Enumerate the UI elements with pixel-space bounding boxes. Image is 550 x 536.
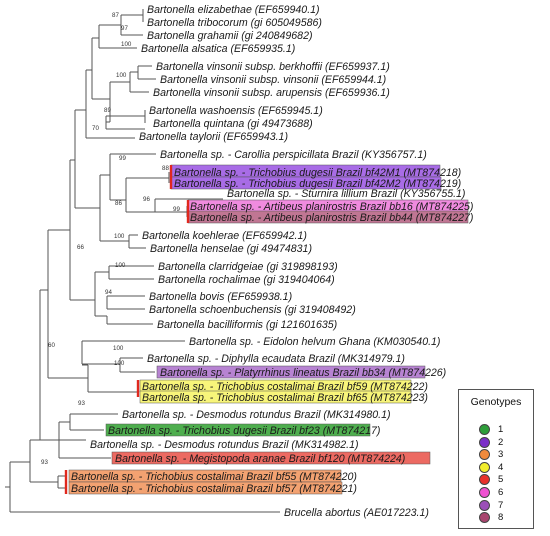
taxon-label: Bartonella sp. - Desmodus rotundus Brazi…: [90, 439, 359, 451]
taxon-label: Bartonella clarridgeiae (gi 319898193): [158, 261, 338, 273]
taxon-label: Bartonella taylorii (EF659943.1): [139, 131, 288, 143]
taxon-label: Bartonella sp. - Artibeus planirostris B…: [190, 201, 473, 213]
taxon-label: Bartonella sp. - Eidolon helvum Ghana (K…: [189, 336, 440, 348]
genotype-color-dot: [479, 487, 490, 498]
genotype-highlight-box: [105, 423, 371, 437]
taxon-label: Bartonella sp. - Trichobius costalimai B…: [142, 392, 428, 404]
taxon-label: Bartonella sp. - Trichobius dugesii Braz…: [108, 425, 380, 437]
bootstrap-value: 60: [48, 342, 55, 349]
genotype-highlight-box: [68, 481, 343, 495]
taxon-label: Bartonella koehlerae (EF659942.1): [142, 230, 307, 242]
taxon-label: Bartonella quintana (gi 49473688): [153, 118, 313, 130]
taxon-label: Bartonella tribocorum (gi 605049586): [147, 17, 322, 29]
taxon-label: Bartonella schoenbuchensis (gi 319408492…: [149, 304, 356, 316]
taxon-label: Brucella abortus (AE017223.1): [284, 507, 429, 519]
bootstrap-value: 88: [162, 165, 169, 172]
bootstrap-value: 99: [173, 206, 180, 213]
taxon-label: Bartonella sp. - Trichobius dugesii Braz…: [174, 167, 461, 179]
bootstrap-value: 100: [121, 41, 132, 48]
taxon-label: Bartonella rochalimae (gi 319404064): [158, 274, 335, 286]
taxon-label: Bartonella sp. - Sturnira lillium Brazil…: [227, 188, 465, 200]
bootstrap-value: 87: [112, 12, 119, 19]
bootstrap-value: 96: [143, 196, 150, 203]
genotype-color-dot: [479, 436, 490, 448]
genotype-color-dot: [479, 424, 490, 435]
legend-item: 7: [479, 499, 503, 512]
bootstrap-value: 100: [116, 72, 127, 79]
legend-label: 3: [498, 449, 504, 461]
legend-label: 2: [498, 436, 504, 448]
genotype-color-dot: [479, 449, 490, 461]
legend-item: 6: [479, 486, 503, 499]
taxon-label: Bartonella vinsonii subsp. berkhoffii (E…: [156, 61, 390, 73]
taxon-label: Bartonella vinsonii subsp. vinsonii (EF6…: [160, 74, 386, 86]
genotype-color-dot: [479, 474, 490, 486]
bootstrap-value: 93: [41, 459, 48, 466]
taxon-label: Bartonella grahamii (gi 240849682): [147, 30, 313, 42]
legend-item: 4: [479, 461, 503, 474]
taxon-label: Bartonella sp. - Trichobius costalimai B…: [71, 471, 357, 483]
taxon-label: Bartonella sp. - Platyrrhinus lineatus B…: [160, 367, 446, 379]
genotype-color-dot: [479, 512, 490, 524]
legend-label: 6: [498, 487, 504, 498]
taxon-label: Bartonella bovis (EF659938.1): [149, 291, 292, 303]
bootstrap-value: 93: [78, 400, 85, 407]
legend-label: 5: [498, 474, 504, 486]
legend-item: 3: [479, 448, 503, 461]
taxon-label: Bartonella sp. - Artibeus planirostris B…: [190, 212, 473, 224]
legend-label: 4: [498, 461, 504, 473]
bootstrap-value: 99: [119, 155, 126, 162]
genotype-highlight-box: [111, 451, 431, 465]
taxon-label: Bartonella henselae (gi 49474831): [150, 243, 312, 255]
legend-item: 2: [479, 436, 503, 449]
legend-item: 1: [479, 423, 503, 436]
bootstrap-value: 97: [121, 25, 128, 32]
genotype-color-dot: [479, 461, 490, 473]
bootstrap-value: 89: [104, 107, 111, 114]
taxon-label: Bartonella sp. - Trichobius costalimai B…: [142, 381, 428, 393]
bootstrap-value: 100: [114, 233, 125, 240]
taxon-label: Bartonella elizabethae (EF659940.1): [147, 4, 320, 16]
taxon-label: Bartonella vinsonii subsp. arupensis (EF…: [153, 87, 390, 99]
legend-item: 8: [479, 511, 503, 524]
genotype-color-dot: [479, 499, 490, 511]
genotype-highlight-box: [139, 390, 412, 404]
legend-title: Genotypes: [470, 396, 522, 408]
taxon-label: Bartonella alsatica (EF659935.1): [141, 43, 295, 55]
taxon-label: Bartonella washoensis (EF659945.1): [149, 105, 323, 117]
genotype-highlight-box: [156, 365, 426, 379]
taxon-label: Bartonella bacilliformis (gi 121601635): [157, 319, 337, 331]
legend-label: 7: [498, 499, 504, 511]
bootstrap-value: 100: [115, 262, 126, 269]
taxon-label: Bartonella sp. - Trichobius costalimai B…: [71, 483, 357, 495]
bootstrap-value: 100: [114, 360, 125, 367]
taxon-label: Bartonella sp. - Diphylla ecaudata Brazi…: [147, 353, 405, 365]
bootstrap-value: 66: [77, 244, 84, 251]
taxon-label: Bartonella sp. - Desmodus rotundus Brazi…: [122, 409, 391, 421]
legend-item: 5: [479, 473, 503, 486]
bootstrap-value: 86: [115, 200, 122, 207]
legend-label: 8: [498, 512, 504, 524]
legend-label: 1: [498, 424, 504, 435]
bootstrap-value: 70: [92, 125, 99, 132]
taxon-label: Bartonella sp. - Megistopoda aranae Braz…: [115, 453, 405, 465]
taxon-label: Bartonella sp. - Carollia perspicillata …: [160, 149, 427, 161]
bootstrap-value: 100: [113, 345, 124, 352]
bootstrap-value: 94: [105, 289, 112, 296]
taxon-label: Bartonella sp. - Trichobius dugesii Braz…: [174, 178, 461, 190]
